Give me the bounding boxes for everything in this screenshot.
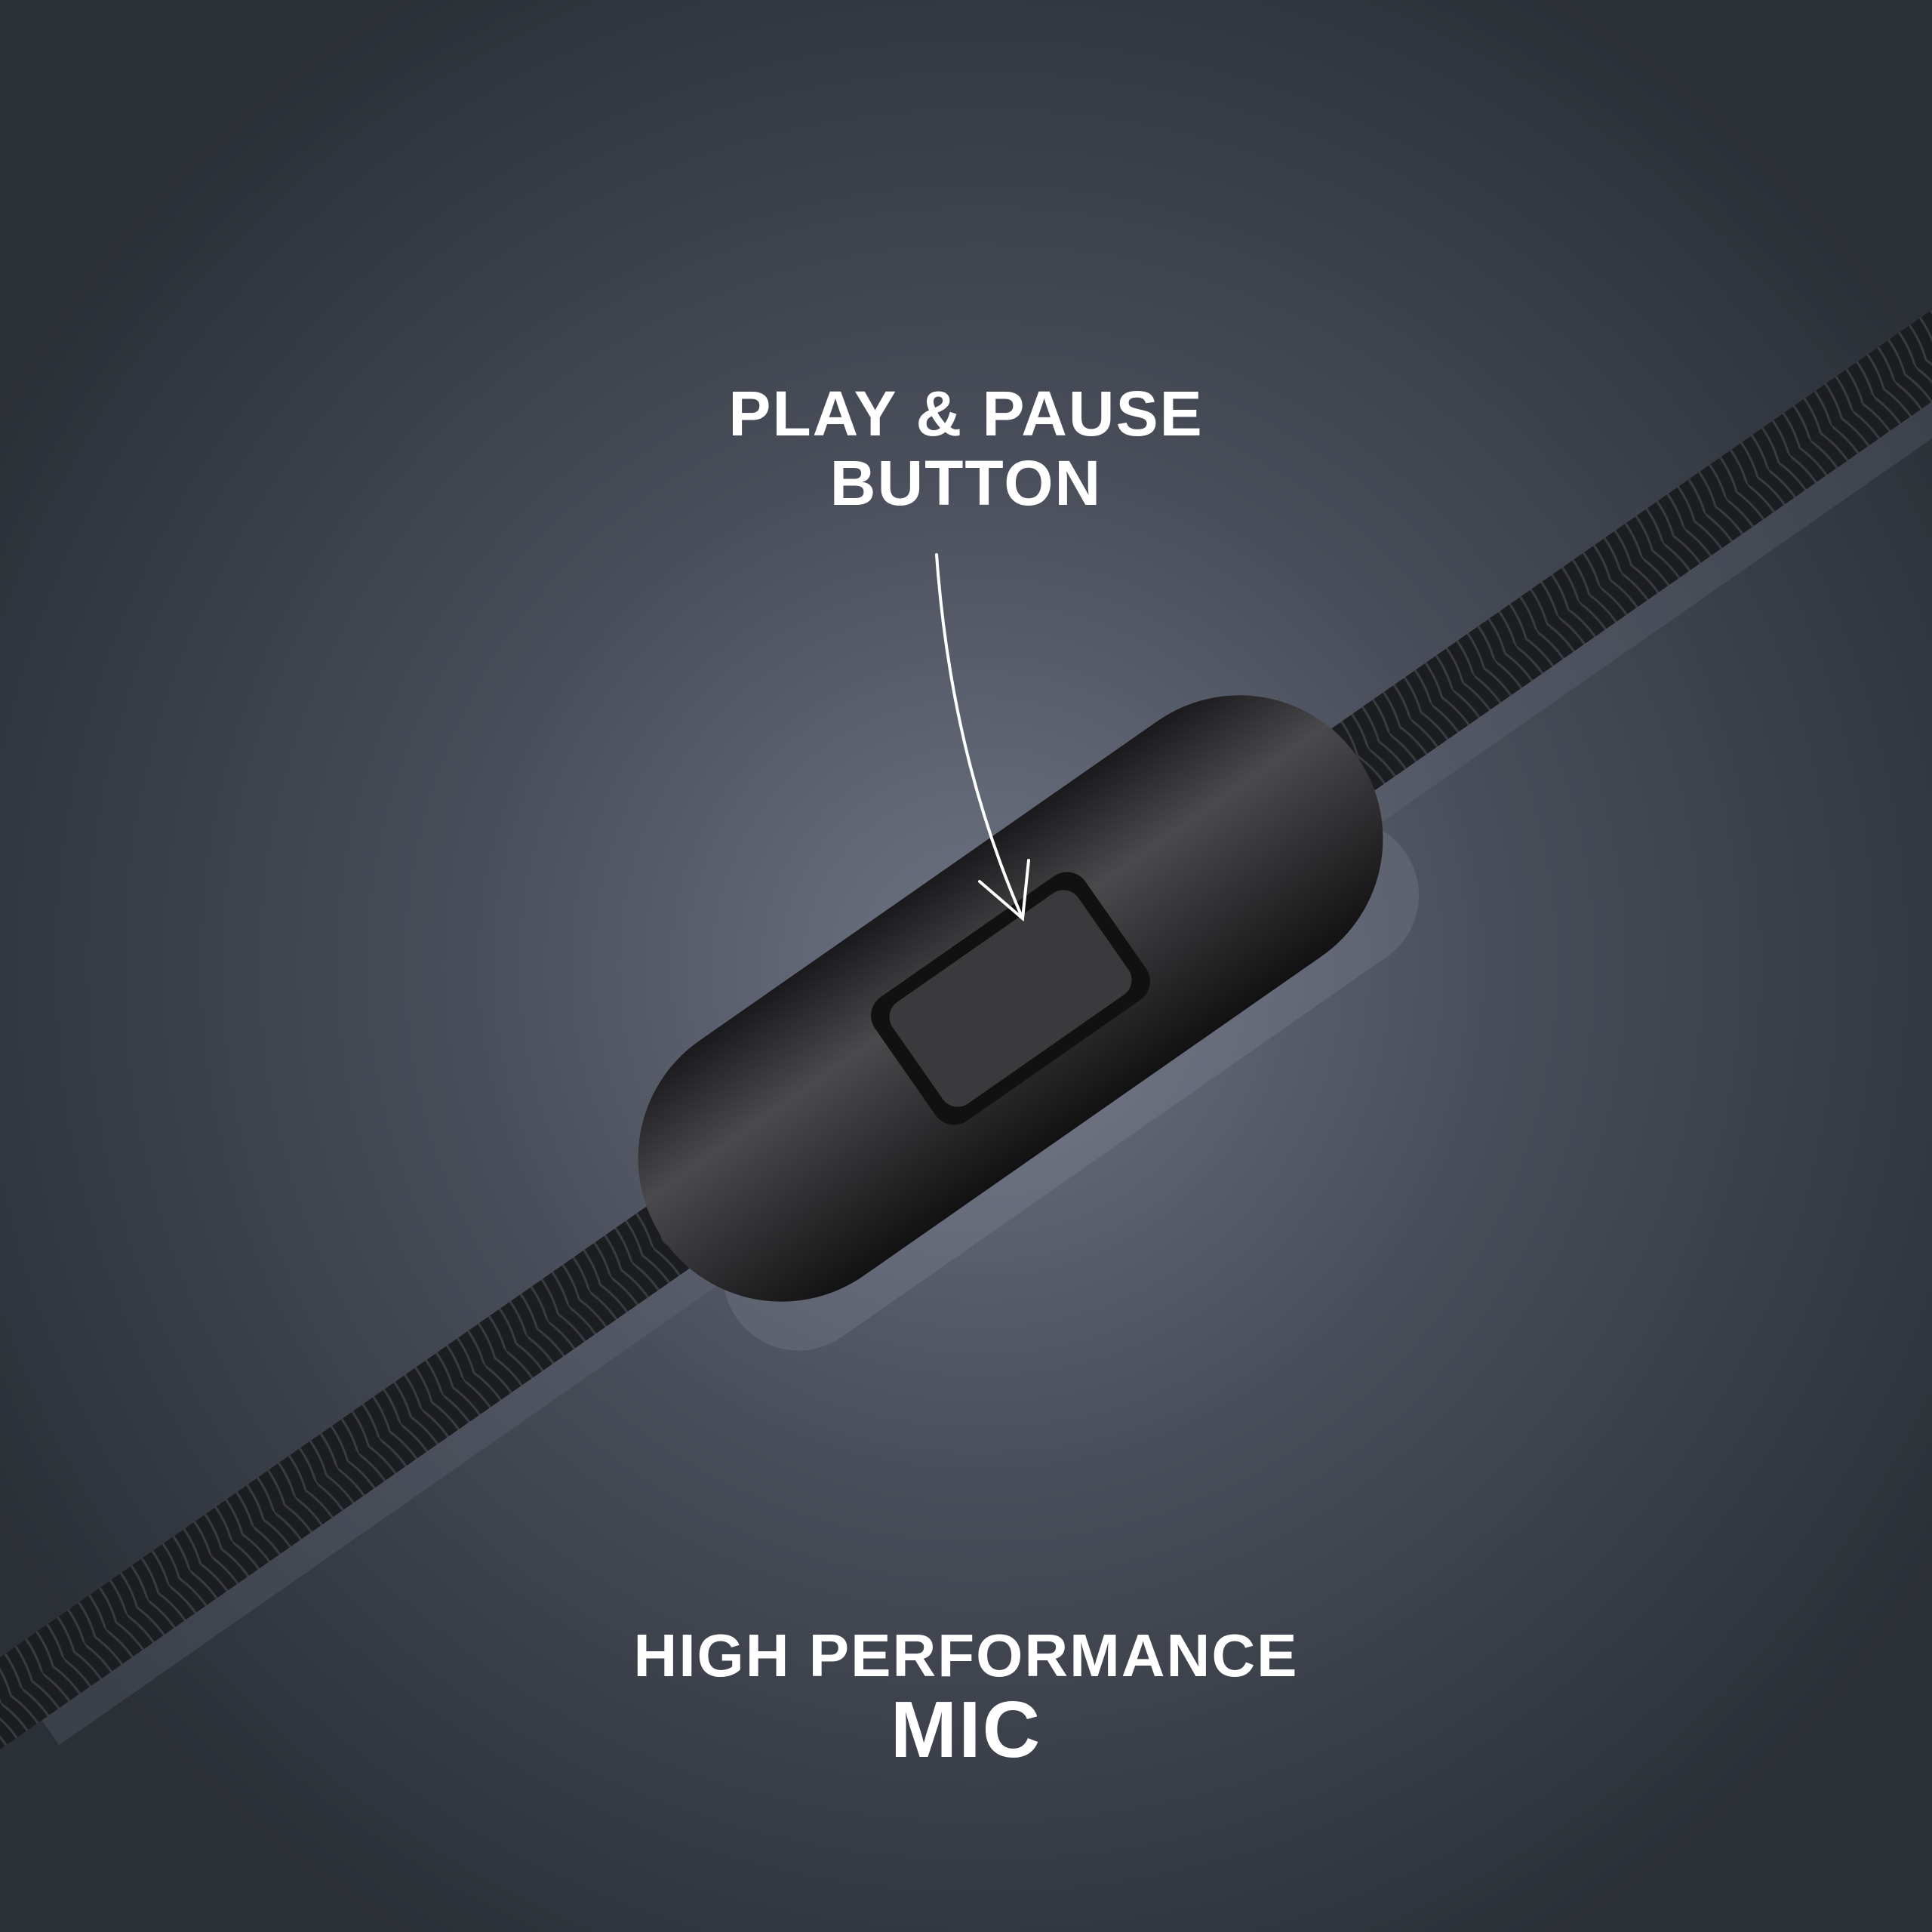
arrow-icon (935, 553, 1030, 922)
button-callout-line1: PLAY & PAUSE (728, 378, 1204, 449)
play-pause-button[interactable] (882, 883, 1139, 1114)
mic-callout-line2: MIC (890, 1685, 1042, 1774)
button-callout-line2: BUTTON (829, 448, 1103, 518)
mic-callout-line1: HIGH PERFORMANCE (633, 1622, 1299, 1689)
